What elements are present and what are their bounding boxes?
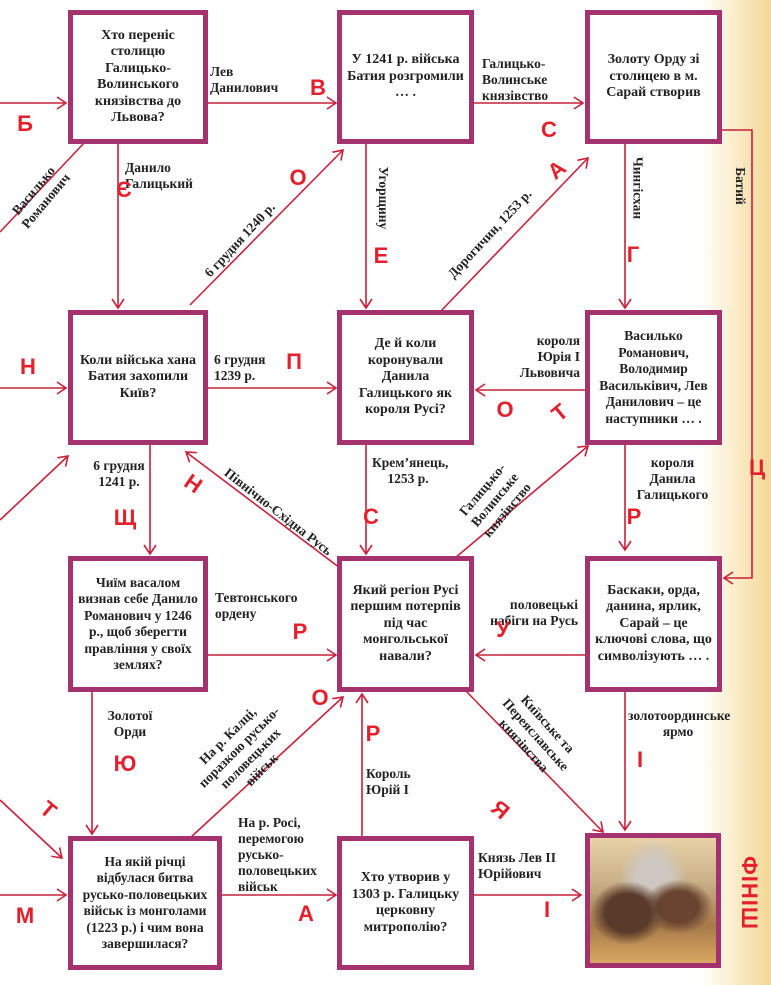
- arrow: [454, 445, 590, 559]
- label-korol-danyla: короля Данила Галицького: [636, 455, 709, 502]
- letter: Ц: [748, 455, 766, 480]
- question-box-metropolis: Хто утворив у 1303 р. Галицьку церковну …: [337, 836, 474, 970]
- label-ugorshchyna: Угорщину: [376, 166, 391, 230]
- arrow: [0, 455, 70, 521]
- letter: У: [496, 617, 510, 642]
- arrow: [720, 129, 753, 585]
- label-text: Лев Данилович: [210, 64, 279, 95]
- label-1239: 6 грудня 1239 р.: [214, 352, 266, 383]
- arrow: [439, 156, 589, 313]
- question-box-vassal: Чиїм васалом визнав себе Данило Романови…: [68, 556, 208, 692]
- arrow: [189, 148, 345, 306]
- arrow: [189, 696, 345, 839]
- question-box-region: Який регіон Русі першим потерпів під час…: [337, 556, 474, 692]
- letter: П: [286, 349, 302, 374]
- label-yuriy: короля Юрія І Львовича: [519, 333, 580, 380]
- letter: І: [636, 747, 644, 772]
- letter: В: [310, 75, 326, 100]
- question-box-coronation: Де й коли коронували Данила Галицького я…: [337, 310, 474, 445]
- letter: Ю: [113, 751, 137, 776]
- label-1241: 6 грудня 1241 р.: [93, 458, 145, 489]
- letter: Щ: [113, 505, 137, 530]
- letter: А: [298, 901, 314, 926]
- letter: Н: [20, 354, 36, 379]
- label-batyi: Батий: [733, 167, 748, 205]
- letter: О: [289, 165, 307, 190]
- question-box-keywords: Баскаки, орда, данина, ярлик, Сарай – це…: [585, 556, 722, 692]
- letter: І: [543, 897, 551, 922]
- letter: Р: [626, 504, 642, 529]
- background-strip: [700, 0, 771, 985]
- letter: С: [541, 117, 557, 142]
- label-danylo: Данило Галицький: [125, 160, 193, 191]
- label-chyngis: Чингісхан: [630, 156, 646, 220]
- arrow: [184, 451, 341, 569]
- label-zolotoi-ordy: Золотої Орди: [107, 708, 153, 739]
- letter: Є: [116, 177, 132, 202]
- letter: Г: [626, 242, 640, 267]
- question-box-1241: У 1241 р. війська Батия розгромили … .: [337, 10, 474, 144]
- question-box-lviv: Хто переніс столицю Галицько-Волинського…: [68, 10, 208, 144]
- letter: О: [496, 397, 514, 422]
- question-box-golden-horde: Золоту Орду зі столицею в м. Сарай створ…: [585, 10, 722, 144]
- label-korol-yuriy: Король Юрій І: [366, 766, 411, 797]
- letter: О: [311, 685, 329, 710]
- arrow: [0, 141, 86, 233]
- label-yarmo: золотоординське ярмо: [628, 708, 731, 739]
- question-box-kalka: На якій річці відбулася битва русько-пол…: [68, 836, 222, 970]
- question-box-kyiv: Коли війська хана Батия захопили Київ?: [68, 310, 208, 445]
- letter: М: [15, 903, 35, 928]
- label-gv1: Галицько-Волинське князівство: [482, 56, 549, 103]
- label-ros: На р. Росі, перемогою русько-половецьких…: [238, 815, 317, 894]
- label-polovtsi: половецькі набіги на Русь: [490, 597, 578, 628]
- arrow: [0, 799, 64, 859]
- letter: Б: [17, 111, 33, 136]
- label-kremianets: Крем’янець, 1253 р.: [372, 455, 449, 486]
- letter: С: [363, 504, 379, 529]
- question-box-successors: Василько Романович, Володимир Васильківи…: [585, 310, 722, 445]
- letter: Р: [292, 619, 308, 644]
- finish-label: ФІНІШ: [737, 856, 762, 930]
- battle-picture: [585, 833, 721, 968]
- letter: Е: [373, 243, 389, 268]
- letter: Р: [365, 721, 381, 746]
- label-tevton: Тевтонського ордену: [215, 590, 298, 621]
- label-lev: Лев Данилович: [210, 64, 280, 96]
- arrow: [464, 689, 605, 834]
- label-lev2: Князь Лев ІІ Юрійович: [478, 850, 556, 881]
